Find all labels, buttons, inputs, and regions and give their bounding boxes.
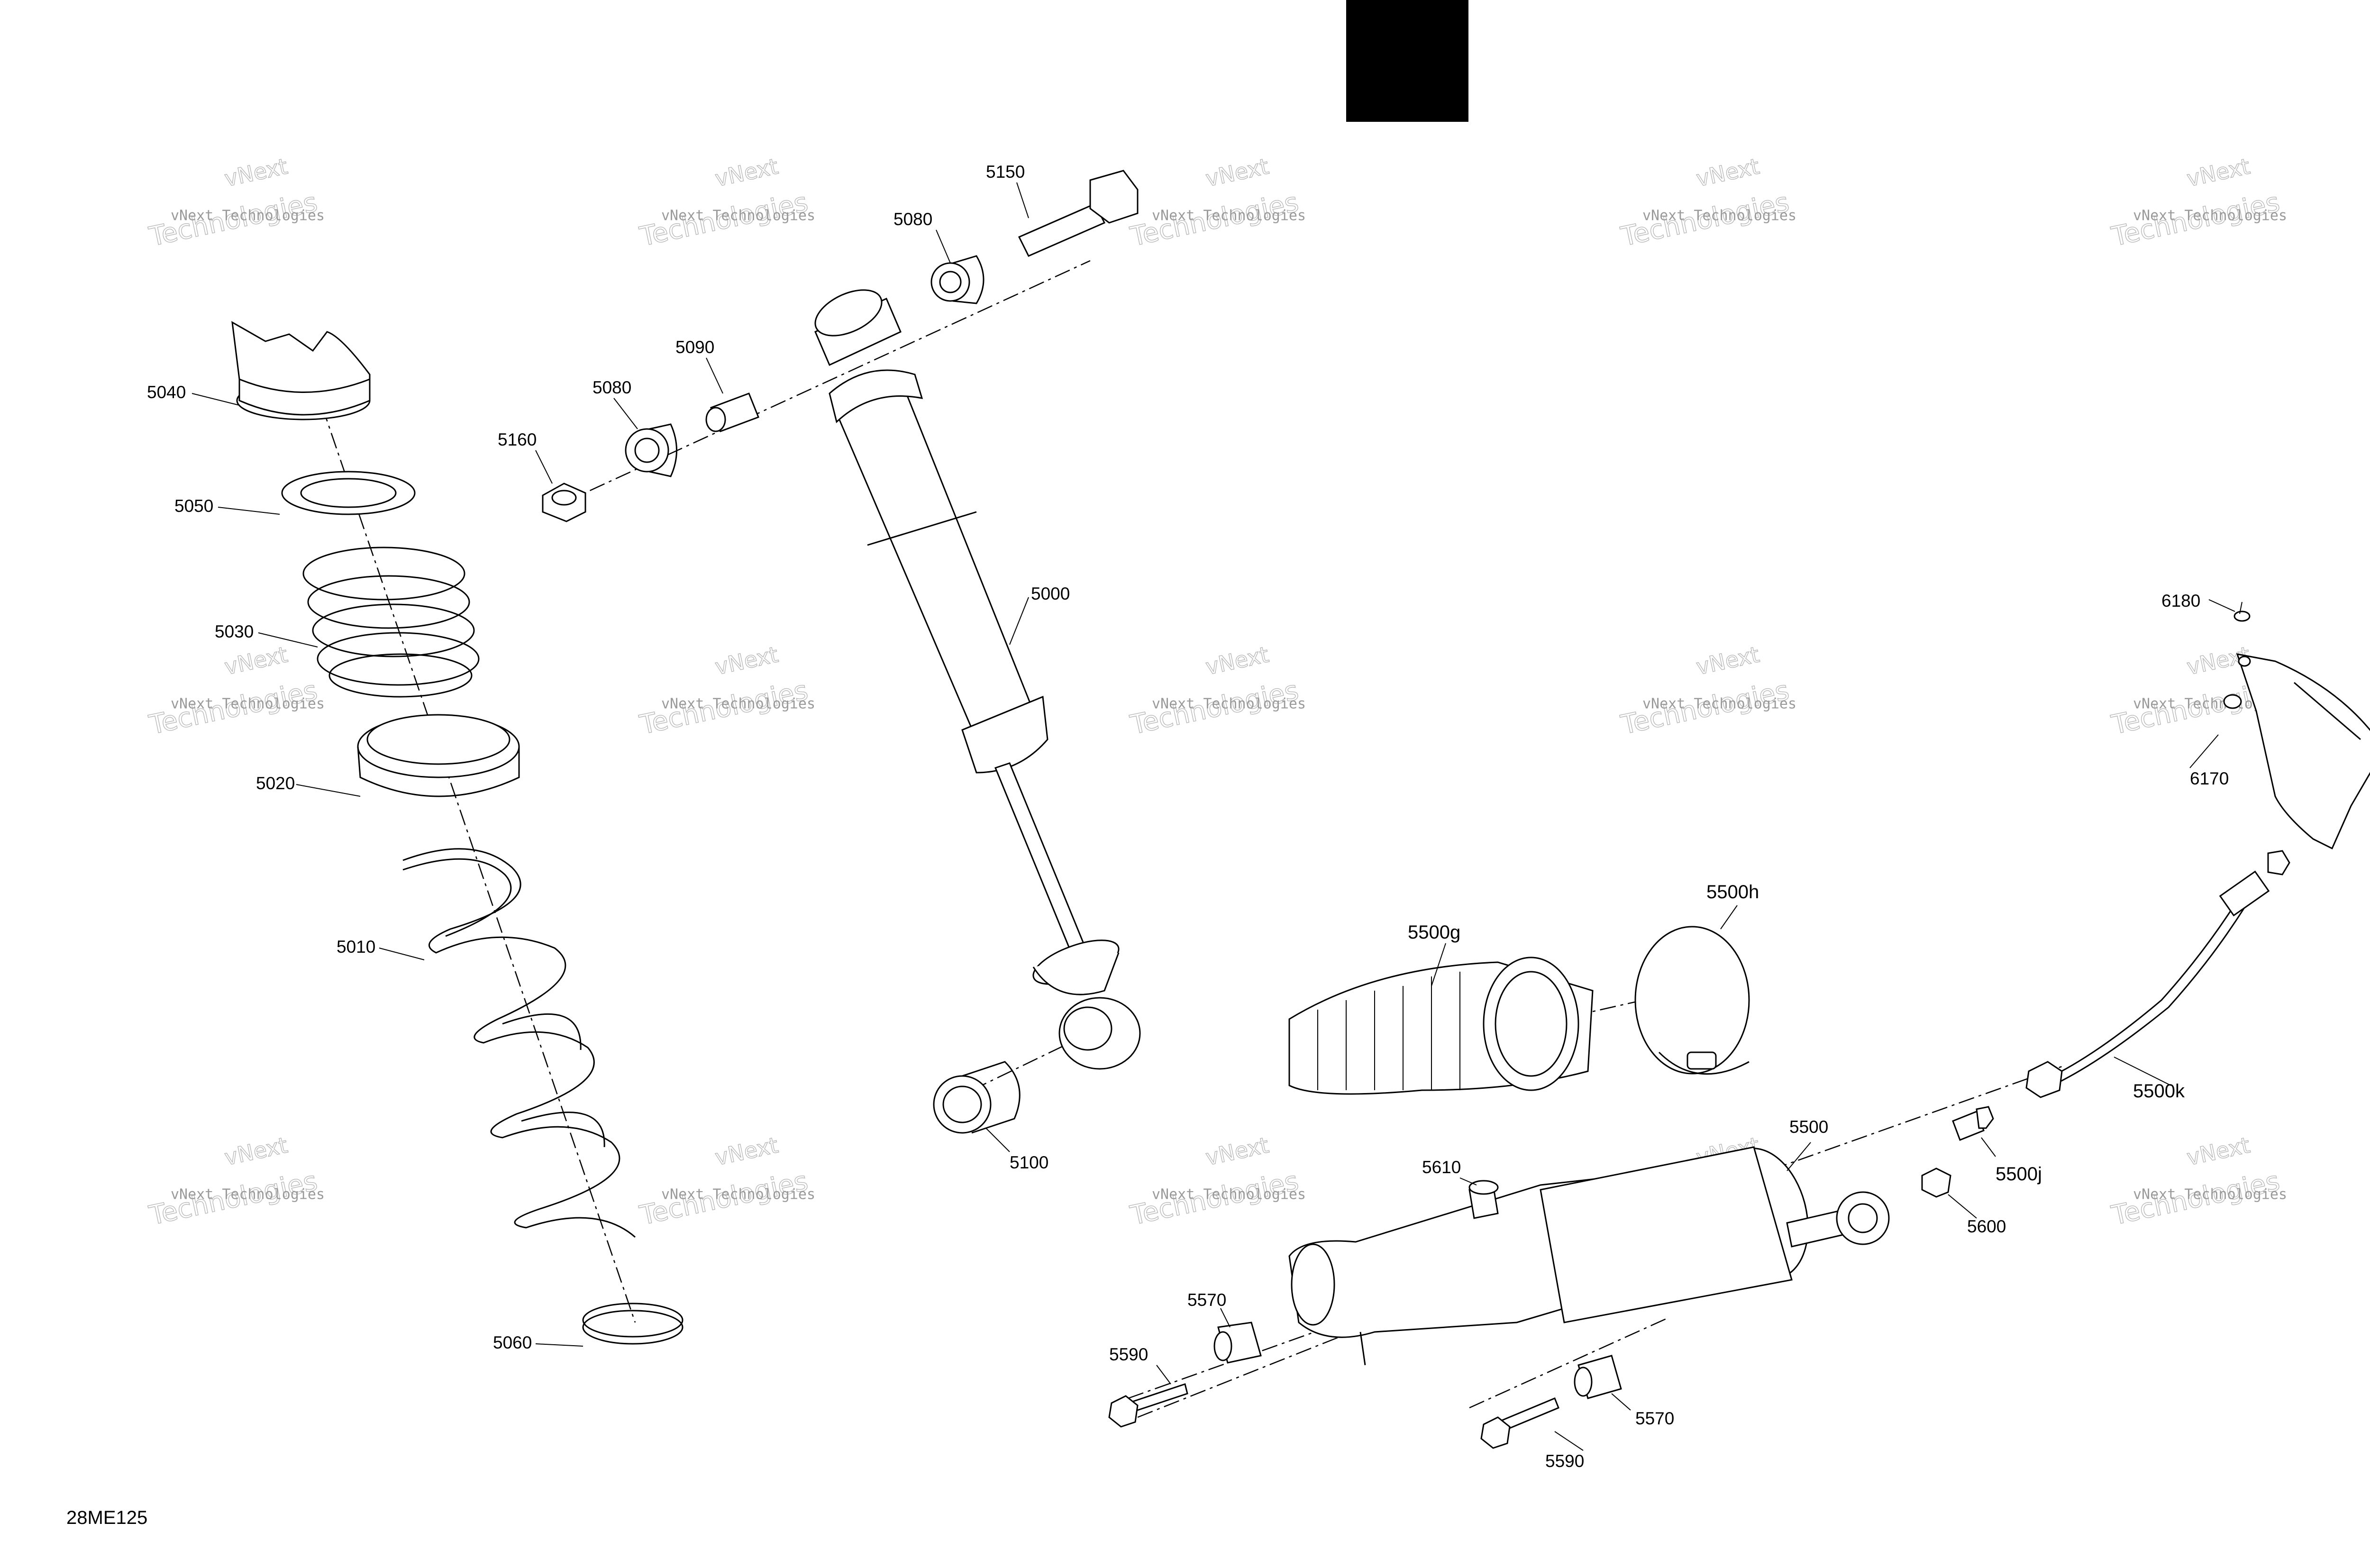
part-5610-drawing <box>1468 1180 1499 1219</box>
part-5090-drawing <box>705 392 759 432</box>
watermark-caption: vNext Technologies <box>171 695 325 712</box>
part-label-5080-lower: 5080 <box>592 378 631 397</box>
watermark-caption: vNext Technologies <box>1152 695 1306 712</box>
leader-lines <box>191 182 2242 1451</box>
part-5590a-drawing <box>1108 1383 1188 1428</box>
part-label-5590-right: 5590 <box>1545 1451 1584 1471</box>
watermark-brand: vNext <box>1203 641 1271 680</box>
part-label-5150: 5150 <box>986 162 1025 182</box>
part-6170-drawing <box>2223 653 2370 850</box>
watermark-caption: vNext Technologies <box>661 695 815 712</box>
watermark-caption: vNext Technologies <box>1152 1186 1306 1203</box>
part-5160-drawing <box>542 483 586 522</box>
part-5040-drawing <box>231 321 371 420</box>
watermark-brand: vNext <box>1694 641 1762 680</box>
part-5030-drawing <box>302 547 480 698</box>
part-5500-drawing <box>1288 1146 1890 1366</box>
part-label-5050: 5050 <box>174 496 213 516</box>
part-label-5500j: 5500j <box>1996 1164 2042 1185</box>
diagram-reference-code: 28ME125 <box>66 1507 147 1528</box>
part-label-5610: 5610 <box>1422 1158 1461 1177</box>
part-label-5500k: 5500k <box>2133 1081 2185 1102</box>
part-label-5600: 5600 <box>1967 1217 2006 1236</box>
watermark-brand: vNext <box>713 153 781 191</box>
part-5080b-drawing <box>930 255 984 304</box>
part-label-5040: 5040 <box>147 383 186 402</box>
part-label-5570-left: 5570 <box>1187 1290 1226 1310</box>
part-label-5080-upper: 5080 <box>893 210 932 229</box>
part-label-6170: 6170 <box>2190 769 2229 788</box>
part-label-5020: 5020 <box>256 774 295 793</box>
part-5150-drawing <box>1018 170 1139 257</box>
part-5570b-drawing <box>1574 1355 1622 1399</box>
watermark-caption: vNext Technologies <box>2133 1186 2287 1203</box>
spring-assembly-drawing <box>231 321 684 1345</box>
part-5050-drawing <box>281 471 416 515</box>
watermark-caption: vNext Technologies <box>1152 207 1306 224</box>
part-label-5500h: 5500h <box>1706 882 1759 903</box>
part-label-6180: 6180 <box>2161 591 2200 611</box>
watermark-brand: vNext <box>1203 1132 1271 1170</box>
part-label-5030: 5030 <box>215 622 254 641</box>
part-5080a-drawing <box>625 423 677 477</box>
part-5590b-drawing <box>1480 1397 1559 1449</box>
part-5570a-drawing <box>1213 1322 1262 1364</box>
part-5500k-drawing <box>2025 850 2290 1098</box>
watermark-brand: vNext <box>1694 153 1762 191</box>
watermark-caption: vNext Technologies <box>171 1186 325 1203</box>
page-tab-marker <box>1346 0 1468 122</box>
watermark-brand: vNext <box>222 641 290 680</box>
reservoir-shock-drawing <box>1108 611 2370 1449</box>
part-5600-drawing <box>1921 1167 1951 1198</box>
part-5020-drawing <box>357 714 520 797</box>
part-5500g-drawing <box>1288 957 1594 1095</box>
part-label-5160: 5160 <box>498 430 537 449</box>
watermark-brand: vNext <box>222 1132 290 1170</box>
part-6180-drawing <box>2233 611 2251 622</box>
part-label-5090: 5090 <box>675 337 714 357</box>
part-label-5060: 5060 <box>493 1333 532 1352</box>
watermark-caption: vNext Technologies <box>1642 207 1796 224</box>
shock-5000-drawing <box>542 170 1141 1134</box>
watermark-brand: vNext <box>713 641 781 680</box>
watermark-brand: vNext <box>713 1132 781 1170</box>
part-5500j-drawing <box>1952 1106 1994 1141</box>
watermark-brand: vNext <box>1203 153 1271 191</box>
part-label-5000: 5000 <box>1031 584 1070 603</box>
part-label-5010: 5010 <box>337 937 375 957</box>
part-5010-drawing <box>402 848 636 1238</box>
part-labels: 5040 5050 5030 5020 5010 5060 5160 5080 … <box>147 162 2229 1471</box>
watermark-brand: vNext <box>222 153 290 191</box>
watermark-caption: vNext Technologies <box>2133 207 2287 224</box>
part-label-5500: 5500 <box>1789 1117 1828 1137</box>
part-5060-drawing <box>582 1303 684 1345</box>
part-5500h-drawing <box>1634 926 1750 1075</box>
part-label-5500g: 5500g <box>1408 922 1460 943</box>
watermark-caption: vNext Technologies <box>661 1186 815 1203</box>
part-label-5100: 5100 <box>1010 1153 1048 1172</box>
watermark-brand: vNext <box>2185 1132 2252 1170</box>
watermark-caption: vNext Technologies <box>1642 695 1796 712</box>
watermark-caption: vNext Technologies <box>661 207 815 224</box>
watermark-caption: vNext Technologies <box>171 207 325 224</box>
watermark-brand: vNext <box>2185 153 2252 191</box>
part-label-5570-right: 5570 <box>1635 1409 1674 1428</box>
part-label-5590-left: 5590 <box>1109 1345 1148 1364</box>
